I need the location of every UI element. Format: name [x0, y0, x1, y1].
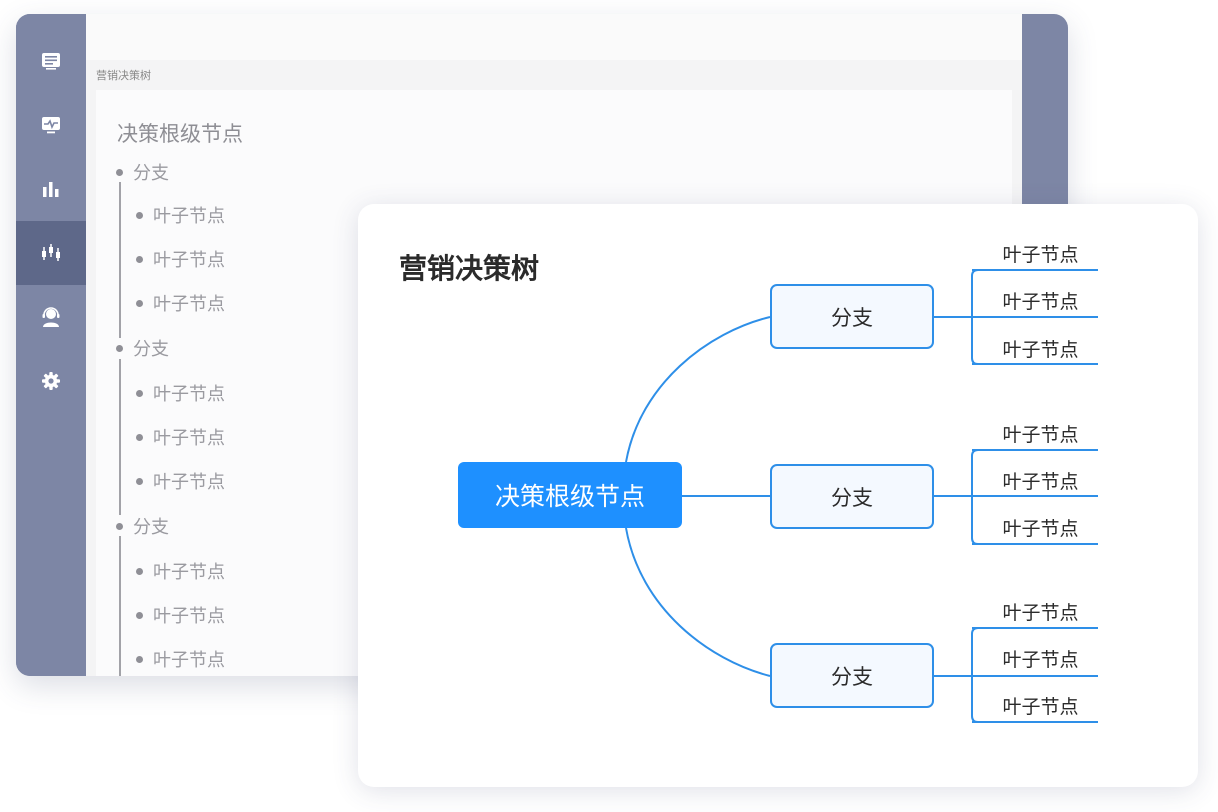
connector-root-branch-3	[625, 527, 771, 677]
mindmap-branch-node[interactable]: 分支	[770, 464, 934, 529]
outline-branch-label: 分支	[133, 163, 169, 184]
outline-leaf-label: 叶子节点	[153, 606, 225, 627]
outline-leaf-label: 叶子节点	[153, 294, 225, 315]
outline-branch[interactable]: 分支	[116, 513, 169, 539]
outline-leaf[interactable]: 叶子节点	[136, 202, 225, 228]
bullet-icon	[116, 522, 123, 530]
outline-branch-label: 分支	[133, 517, 169, 538]
bullet-icon	[136, 255, 143, 263]
bullet-icon	[136, 567, 143, 575]
bullet-icon	[136, 299, 143, 307]
outline-branch[interactable]: 分支	[116, 335, 169, 361]
outline-branch-label: 分支	[133, 339, 169, 360]
sidebar-item-document[interactable]	[16, 29, 86, 93]
sidebar-item-candlestick[interactable]	[16, 221, 86, 285]
bullet-icon	[136, 477, 143, 485]
outline-branch[interactable]: 分支	[116, 159, 169, 185]
mindmap-connectors	[625, 269, 1098, 723]
outline-leaf-label: 叶子节点	[153, 206, 225, 227]
top-bar	[86, 14, 1022, 60]
bullet-icon	[136, 389, 143, 397]
bullet-icon	[136, 433, 143, 441]
mindmap-leaf-node[interactable]: 叶子节点	[1002, 696, 1079, 718]
outline-leaf-label: 叶子节点	[153, 384, 225, 405]
outline-branch-line	[119, 536, 121, 676]
mindmap-leaf-node[interactable]: 叶子节点	[1002, 339, 1079, 361]
mindmap-branch-node[interactable]: 分支	[770, 643, 934, 708]
connector-root-branch-1	[625, 316, 771, 463]
outline-leaf-label: 叶子节点	[153, 472, 225, 493]
mindmap-title: 营销决策树	[399, 252, 540, 285]
candlestick-chart-icon	[40, 243, 62, 263]
outline-leaf[interactable]: 叶子节点	[136, 602, 225, 628]
mindmap-card: 营销决策树 决策根级节点 分支 分支	[358, 204, 1198, 787]
mindmap-root-node[interactable]: 决策根级节点	[458, 462, 682, 528]
mindmap-branch-node[interactable]: 分支	[770, 284, 934, 349]
mindmap-leaf-node[interactable]: 叶子节点	[1002, 424, 1079, 446]
bullet-icon	[136, 211, 143, 219]
mindmap-leaf-node[interactable]: 叶子节点	[1002, 471, 1079, 493]
mindmap-leaf-node[interactable]: 叶子节点	[1002, 244, 1079, 266]
document-icon	[41, 51, 61, 71]
outline-root[interactable]: 决策根级节点	[117, 122, 243, 146]
mindmap-leaf-node[interactable]: 叶子节点	[1002, 291, 1079, 313]
monitor-icon	[41, 115, 61, 135]
outline-leaf-label: 叶子节点	[153, 428, 225, 449]
bullet-icon	[136, 611, 143, 619]
outline-leaf-label: 叶子节点	[153, 250, 225, 271]
outline-leaf[interactable]: 叶子节点	[136, 290, 225, 316]
outline-leaf[interactable]: 叶子节点	[136, 646, 225, 672]
outline-leaf[interactable]: 叶子节点	[136, 558, 225, 584]
sidebar	[16, 14, 86, 676]
sidebar-item-bar-chart[interactable]	[16, 157, 86, 221]
sidebar-item-monitor[interactable]	[16, 93, 86, 157]
outline-leaf[interactable]: 叶子节点	[136, 468, 225, 494]
outline-branch-line	[119, 359, 121, 515]
bullet-icon	[116, 344, 123, 352]
outline-leaf[interactable]: 叶子节点	[136, 246, 225, 272]
breadcrumb[interactable]: 营销决策树	[96, 69, 151, 82]
outline-leaf[interactable]: 叶子节点	[136, 424, 225, 450]
gear-icon	[41, 371, 61, 391]
bar-chart-icon	[41, 179, 61, 199]
mindmap-leaf-node[interactable]: 叶子节点	[1002, 649, 1079, 671]
mindmap-leaf-node[interactable]: 叶子节点	[1002, 518, 1079, 540]
outline-leaf[interactable]: 叶子节点	[136, 380, 225, 406]
sidebar-item-settings[interactable]	[16, 349, 86, 413]
user-support-icon	[40, 306, 62, 328]
bullet-icon	[136, 655, 143, 663]
mindmap-leaf-node[interactable]: 叶子节点	[1002, 602, 1079, 624]
sidebar-item-support[interactable]	[16, 285, 86, 349]
outline-branch-line	[119, 182, 121, 338]
bullet-icon	[116, 168, 123, 176]
outline-leaf-label: 叶子节点	[153, 562, 225, 583]
outline-leaf-label: 叶子节点	[153, 650, 225, 671]
